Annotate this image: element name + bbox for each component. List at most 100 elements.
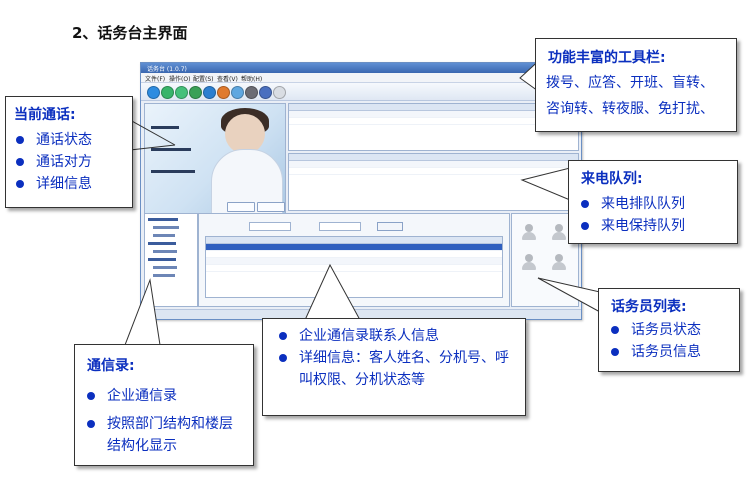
current-call-pointer — [129, 119, 176, 146]
settings-icon[interactable] — [273, 86, 286, 99]
tree-node[interactable] — [153, 266, 177, 269]
menu-config[interactable]: 配置(S) — [193, 76, 214, 83]
bullet — [16, 158, 24, 166]
queue-pointer — [520, 167, 571, 201]
menu-file[interactable]: 文件(F) — [145, 76, 166, 83]
current-call-item: 通话对方 — [14, 151, 92, 173]
queue-callout: 来电队列: 来电排队队列 来电保持队列 — [568, 160, 738, 244]
contact-name-input[interactable] — [249, 222, 291, 231]
queue-list: 来电排队队列 来电保持队列 — [579, 193, 685, 237]
queue-item: 来电保持队列 — [579, 215, 685, 237]
call-party-line — [151, 148, 191, 151]
call-detail-line — [151, 170, 195, 173]
tree-node[interactable] — [153, 274, 175, 277]
agents-pointer — [537, 277, 601, 313]
contacts-item: 详细信息：客人姓名、分机号、呼叫权限、分机状态等 — [277, 347, 517, 391]
bullet — [581, 200, 589, 208]
hold-row[interactable] — [289, 168, 578, 175]
contacts-row[interactable] — [206, 265, 502, 272]
menu-bar: 文件(F) 操作(O) 配置(S) 查看(V) 帮助(H) — [141, 73, 581, 83]
agent-avatar[interactable] — [552, 254, 566, 272]
hangup-button[interactable] — [257, 202, 285, 212]
agent-avatar[interactable] — [522, 224, 536, 242]
main-toolbar — [141, 83, 581, 101]
bullet — [611, 348, 619, 356]
search-button[interactable] — [377, 222, 403, 231]
agents-callout-title: 话务员列表: — [611, 299, 687, 315]
queue-row[interactable] — [289, 111, 578, 118]
contacts-list: 企业通信录联系人信息 详细信息：客人姓名、分机号、呼叫权限、分机状态等 — [277, 325, 517, 391]
window-titlebar: 话务台 (1.0.7) — [141, 63, 581, 73]
call-status-line — [151, 126, 179, 129]
toolbar-callout: 功能丰富的工具栏: 拨号、应答、开班、盲转、 咨询转、转夜服、免打扰、 — [535, 38, 737, 132]
bullet — [581, 222, 589, 230]
bullet — [16, 180, 24, 188]
tree-node[interactable] — [153, 234, 175, 237]
dial-icon[interactable] — [147, 86, 160, 99]
contact-ext-input[interactable] — [319, 222, 361, 231]
agents-callout: 话务员列表: 话务员状态 话务员信息 — [598, 288, 740, 372]
dnd-icon[interactable] — [231, 86, 244, 99]
directory-list: 企业通信录 按照部门结构和楼层结构化显示 — [85, 385, 245, 457]
answer-icon[interactable] — [161, 86, 174, 99]
bullet — [279, 354, 287, 362]
hold-button[interactable] — [227, 202, 255, 212]
hold-grid-header — [289, 154, 578, 161]
toolbar-callout-title: 功能丰富的工具栏: — [548, 50, 666, 66]
directory-callout-title: 通信录: — [87, 358, 135, 374]
night-mode-icon[interactable] — [217, 86, 230, 99]
menu-operate[interactable]: 操作(O) — [169, 76, 191, 83]
agents-item: 话务员状态 — [609, 319, 701, 341]
record-icon[interactable] — [259, 86, 272, 99]
contacts-pointer — [304, 263, 361, 321]
queue-row[interactable] — [289, 118, 578, 125]
contacts-item: 企业通信录联系人信息 — [277, 325, 517, 347]
consult-transfer-icon[interactable] — [203, 86, 216, 99]
current-call-title: 当前通话: — [14, 107, 76, 123]
bullet — [279, 332, 287, 340]
contacts-callout: 企业通信录联系人信息 详细信息：客人姓名、分机号、呼叫权限、分机状态等 — [262, 318, 526, 416]
agents-item: 话务员信息 — [609, 341, 701, 363]
agent-avatar[interactable] — [552, 224, 566, 242]
contacts-grid-header — [206, 237, 502, 244]
toolbar-callout-line-2: 咨询转、转夜服、免打扰、 — [546, 101, 714, 117]
operator-photo — [225, 114, 265, 154]
queue-item: 来电排队队列 — [579, 193, 685, 215]
contacts-row[interactable] — [206, 251, 502, 258]
queue-grid-header — [289, 104, 578, 111]
open-shift-icon[interactable] — [175, 86, 188, 99]
tree-node[interactable] — [153, 250, 177, 253]
transfer-icon[interactable] — [189, 86, 202, 99]
bullet — [611, 326, 619, 334]
tree-node[interactable] — [148, 218, 178, 221]
menu-view[interactable]: 查看(V) — [217, 76, 238, 83]
menu-help[interactable]: 帮助(H) — [241, 76, 263, 83]
current-call-callout: 当前通话: 通话状态 通话对方 详细信息 — [5, 96, 133, 208]
status-bar — [141, 309, 581, 319]
softphone-window: 话务台 (1.0.7) 文件(F) 操作(O) 配置(S) 查看(V) 帮助(H… — [140, 62, 582, 320]
queue-callout-title: 来电队列: — [581, 171, 643, 187]
contacts-grid — [205, 236, 503, 298]
hold-icon[interactable] — [245, 86, 258, 99]
agents-list: 话务员状态 话务员信息 — [609, 319, 701, 363]
contacts-pane — [198, 213, 510, 307]
tree-node[interactable] — [148, 258, 176, 261]
current-call-item: 通话状态 — [14, 129, 92, 151]
contacts-row-selected[interactable] — [206, 244, 502, 251]
current-call-list: 通话状态 通话对方 详细信息 — [14, 129, 92, 195]
window-title: 话务台 (1.0.7) — [147, 66, 187, 73]
tree-node[interactable] — [153, 226, 179, 229]
current-call-pointer-2 — [129, 144, 176, 151]
directory-item: 企业通信录 — [85, 385, 245, 407]
hold-row[interactable] — [289, 161, 578, 168]
bullet — [16, 136, 24, 144]
contacts-row[interactable] — [206, 258, 502, 265]
directory-item: 按照部门结构和楼层结构化显示 — [85, 413, 245, 457]
bullet — [87, 420, 95, 428]
bullet — [87, 392, 95, 400]
queue-grid — [288, 103, 579, 151]
agent-avatar[interactable] — [522, 254, 536, 272]
tree-node[interactable] — [148, 242, 176, 245]
directory-tree — [144, 213, 198, 307]
section-heading: 2、话务台主界面 — [72, 24, 188, 42]
